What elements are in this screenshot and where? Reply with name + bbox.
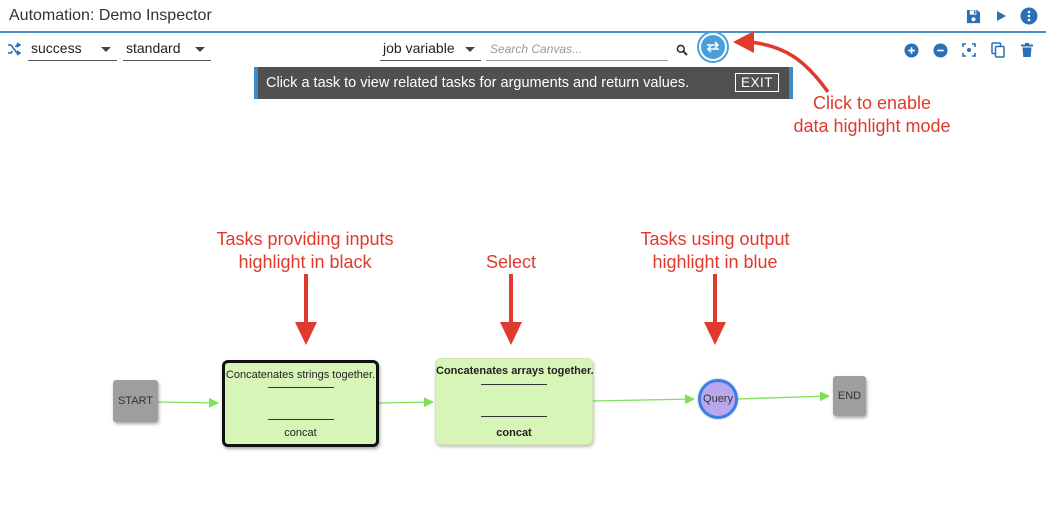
fit-screen-icon[interactable]: [960, 41, 978, 59]
edge-task2-to-query: [592, 394, 695, 405]
toolbar: success standard job variable: [0, 33, 1046, 65]
data-highlight-icon: [706, 41, 720, 53]
variable-select[interactable]: job variable: [380, 38, 481, 61]
annotation-enable: Click to enable data highlight mode: [793, 93, 951, 136]
data-highlight-button[interactable]: [699, 33, 727, 61]
task-summary: Concatenates arrays together.: [436, 365, 594, 377]
status-select[interactable]: success: [28, 38, 117, 61]
start-node[interactable]: START: [113, 380, 158, 422]
search-input[interactable]: [486, 38, 668, 61]
end-node[interactable]: END: [833, 376, 866, 416]
chevron-down-icon: [465, 47, 475, 52]
search-icon[interactable]: [676, 43, 688, 61]
highlight-mode-banner: Click a task to view related tasks for a…: [254, 67, 793, 99]
copy-icon[interactable]: [989, 41, 1007, 59]
banner-message: Click a task to view related tasks for a…: [266, 75, 690, 91]
mode-select[interactable]: standard: [123, 38, 211, 61]
divider: [481, 384, 547, 385]
task-name: concat: [284, 427, 317, 439]
zoom-out-icon[interactable]: [931, 41, 949, 59]
canvas-tools: [902, 41, 1036, 59]
chevron-down-icon: [195, 47, 205, 52]
delete-icon[interactable]: [1018, 41, 1036, 59]
play-icon[interactable]: [992, 7, 1010, 25]
page-title: Automation: Demo Inspector: [9, 7, 212, 24]
title-bar: Automation: Demo Inspector: [0, 0, 1046, 33]
annotation-outputs: Tasks using output highlight in blue: [640, 229, 790, 272]
divider: [267, 419, 334, 420]
query-node[interactable]: Query: [698, 379, 738, 419]
task-node-input[interactable]: Concatenates strings together. concat: [222, 360, 379, 447]
task-name: concat: [496, 427, 532, 439]
annotation-select: Select: [485, 252, 537, 272]
info-icon[interactable]: [1020, 7, 1038, 25]
divider: [481, 416, 547, 417]
shuffle-icon[interactable]: [7, 42, 22, 61]
exit-button[interactable]: EXIT: [734, 73, 779, 92]
task-summary: Concatenates strings together.: [225, 369, 376, 381]
edge-query-to-end: [737, 391, 830, 402]
annotation-arrow-inputs: [295, 274, 317, 345]
chevron-down-icon: [101, 47, 111, 52]
edge-task1-to-task2: [378, 397, 434, 408]
annotation-inputs: Tasks providing inputs highlight in blac…: [216, 229, 394, 272]
task-node-selected[interactable]: Concatenates arrays together. concat: [435, 358, 594, 445]
zoom-in-icon[interactable]: [902, 41, 920, 59]
edge-start-to-task1: [157, 397, 219, 408]
save-icon[interactable]: [964, 7, 982, 25]
title-actions: [964, 7, 1038, 25]
divider: [267, 387, 334, 388]
annotation-arrow-outputs: [704, 274, 726, 345]
annotation-arrow-select: [500, 274, 522, 345]
